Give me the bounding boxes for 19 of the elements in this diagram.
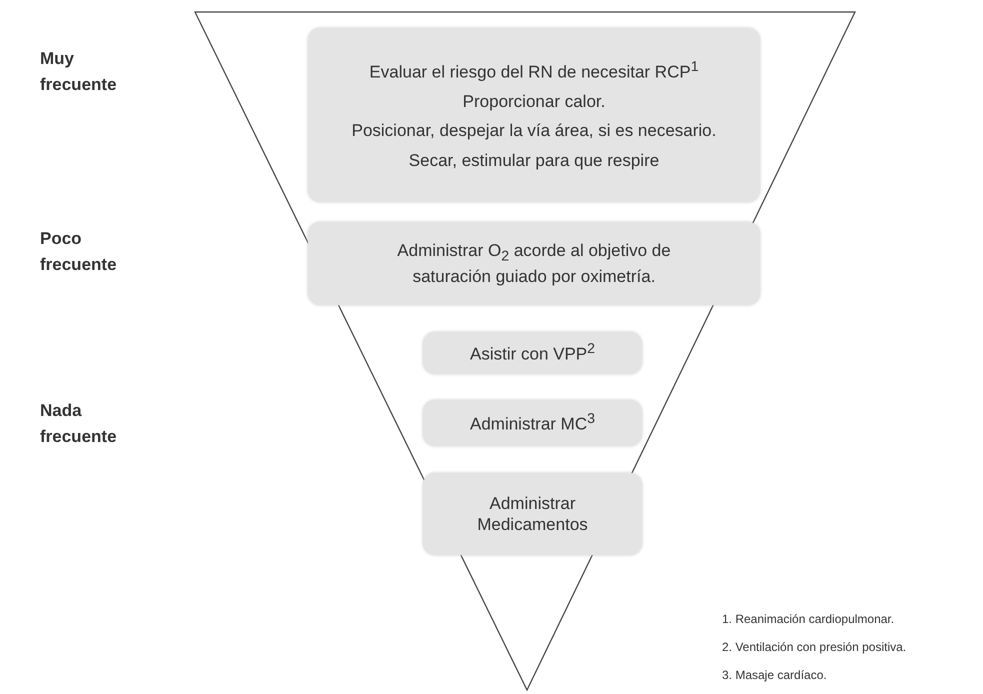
step-box [308,28,760,202]
step-box [423,400,642,446]
step-text: Administrar Medicamentos [476,492,589,536]
step-box [423,473,642,555]
footnote: 3. Masaje cardíaco. [722,668,827,682]
step-text: Administrar O$_{2}$ acorde al objetivo de saturación guiado por oximetría. [396,240,672,288]
frequency-label: Nada frecuente [40,400,118,448]
step-text: Posicionar, despejar la vía área, si es necesario. [352,120,716,142]
step-text: Proporcionar calor. [462,91,606,112]
frequency-label: Muy frecuente [40,48,118,96]
step-text: Secar, estimular para que respire [408,150,660,171]
frequency-label: Poco frecuente [40,228,118,276]
step-text: Asistir con VPP$^{2}$ [470,341,596,365]
step-text: Administrar MC$^{3}$ [470,411,595,435]
step-box [423,332,642,374]
step-text: Evaluar el riesgo del RN de necesitar RCP$^{1}$ [369,59,699,84]
footnote: 2. Ventilación con presión positiva. [722,640,906,654]
step-box [308,222,760,305]
footnote: 1. Reanimación cardiopulmonar. [722,612,894,626]
